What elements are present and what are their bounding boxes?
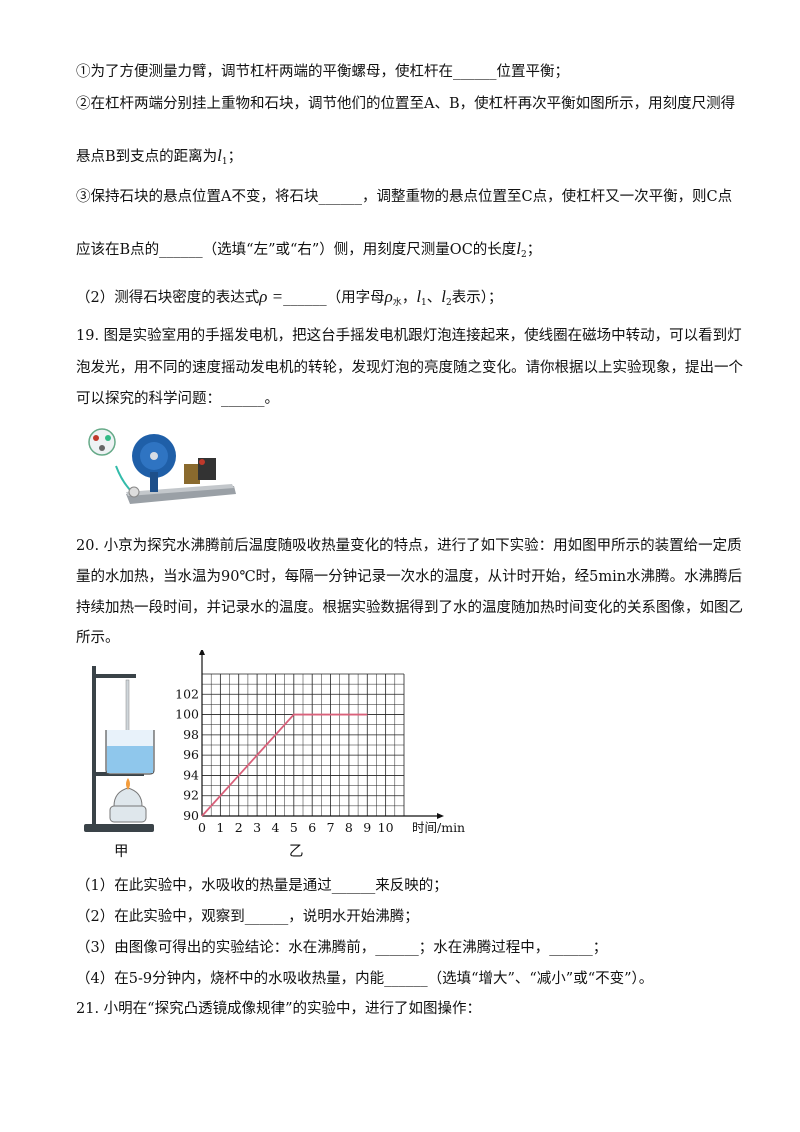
y-tick-label: 102 xyxy=(175,686,199,701)
x-tick-label: 1 xyxy=(216,820,224,835)
figure-a-label: 甲 xyxy=(114,844,129,860)
x-axis-arrow xyxy=(437,813,444,819)
x-axis-label: 时间/min xyxy=(412,820,465,835)
q20-part1: （1）在此实验中，水吸收的热量是通过______来反映的； xyxy=(76,878,448,894)
q21-line1: 21. 小明在“探究凸透镜成像规律”的实验中，进行了如图操作： xyxy=(76,1001,481,1017)
x-tick-label: 6 xyxy=(308,820,316,835)
q18-step3: ③保持石块的悬点位置A不变，将石块______，调整重物的悬点位置至C点，使杠杆… xyxy=(76,189,733,205)
q19-line3: 可以探究的科学问题：______。 xyxy=(76,391,279,407)
q20-line2: 量的水加热，当水温为90℃时，每隔一分钟记录一次水的温度，从计时开始，经5min… xyxy=(76,569,743,585)
heating-apparatus-image xyxy=(84,666,155,832)
x-tick-label: 2 xyxy=(235,820,243,835)
q18-step2: ②在杠杆两端分别挂上重物和石块，调节他们的位置至A、B，使杠杆再次平衡如图所示，… xyxy=(76,96,736,112)
x-tick-label: 3 xyxy=(253,820,261,835)
hand-generator-image xyxy=(86,422,238,508)
figure-b-label: 乙 xyxy=(289,844,304,860)
y-tick-label: 90 xyxy=(183,808,199,823)
q20-line1: 20. 小京为探究水沸腾前后温度随吸收热量变化的特点，进行了如下实验：用如图甲所… xyxy=(76,538,742,554)
x-tick-label: 10 xyxy=(378,820,394,835)
q20-part2: （2）在此实验中，观察到______，说明水开始沸腾； xyxy=(76,909,419,925)
temperature-series-line xyxy=(201,713,368,817)
x-tick-label: 8 xyxy=(345,820,353,835)
x-tick-label: 0 xyxy=(198,820,206,835)
x-tick-label: 7 xyxy=(327,820,335,835)
x-tick-label: 5 xyxy=(290,820,298,835)
q20-part3: （3）由图像可得出的实验结论：水在沸腾前，______；水在沸腾过程中，____… xyxy=(76,940,608,956)
y-axis-arrow xyxy=(199,650,205,655)
y-tick-label: 98 xyxy=(183,727,199,742)
y-tick-label: 100 xyxy=(175,707,199,722)
q18-part2: （2）测得石块密度的表达式ρ =______（用字母ρ水，l1、l2表示）； xyxy=(76,287,503,308)
y-tick-label: 92 xyxy=(183,788,199,803)
q20-line3: 持续加热一段时间，并记录水的温度。根据实验数据得到了水的温度随加热时间变化的关系… xyxy=(76,600,743,616)
q19-line2: 泡发光，用不同的速度摇动发电机的转轮，发现灯泡的亮度随之变化。请你根据以上实验现… xyxy=(76,360,743,376)
y-tick-label: 96 xyxy=(183,747,199,762)
q18-step3-cont: 应该在B点的______（选填“左”或“右”）侧，用刻度尺测量OC的长度l2； xyxy=(76,239,542,260)
x-tick-label: 4 xyxy=(271,820,279,835)
q20-line4: 所示。 xyxy=(76,630,120,646)
q18-step2-cont: 悬点B到支点的距离为l1； xyxy=(76,146,243,167)
q18-step1: ①为了方便测量力臂，调节杠杆两端的平衡螺母，使杠杆在______位置平衡； xyxy=(76,64,569,80)
y-tick-label: 94 xyxy=(183,767,199,782)
q20-part4: （4）在5-9分钟内，烧杯中的水吸收热量，内能______（选填“增大”、“减小… xyxy=(76,971,654,987)
x-tick-label: 9 xyxy=(363,820,371,835)
q19-line1: 19. 图是实验室用的手摇发电机，把这台手摇发电机跟灯泡连接起来，使线圈在磁场中… xyxy=(76,328,742,344)
